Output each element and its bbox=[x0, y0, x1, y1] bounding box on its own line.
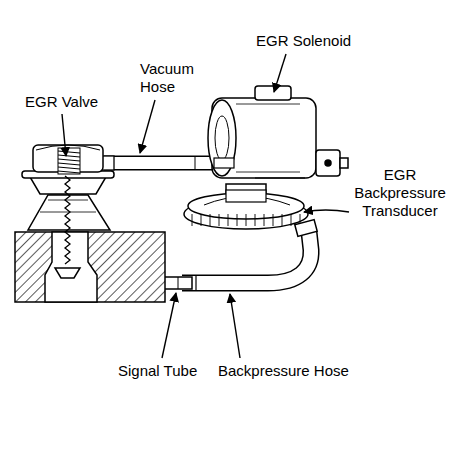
backpressure-transducer bbox=[201, 214, 202, 226]
backpressure-hose bbox=[195, 276, 196, 290]
egr-solenoid bbox=[236, 104, 300, 172]
backpressure-transducer bbox=[291, 214, 292, 226]
backpressure-transducer bbox=[210, 214, 211, 226]
egr-solenoid bbox=[214, 158, 234, 168]
backpressure-transducer bbox=[264, 214, 265, 226]
leader-lines bbox=[140, 100, 155, 153]
part-label: EGR Valve bbox=[25, 93, 98, 111]
egr-solenoid bbox=[255, 178, 305, 179]
backpressure-transducer bbox=[192, 214, 193, 226]
part-label: Backpressure Hose bbox=[218, 362, 349, 380]
egr-valve bbox=[15, 145, 165, 302]
backpressure-transducer bbox=[246, 214, 247, 226]
egr-valve bbox=[30, 177, 106, 194]
egr-valve bbox=[58, 151, 80, 153]
backpressure-transducer bbox=[184, 190, 317, 236]
egr-valve bbox=[15, 232, 165, 302]
egr-valve bbox=[58, 159, 80, 161]
part-label: Vacuum Hose bbox=[140, 60, 202, 96]
egr-valve bbox=[58, 163, 80, 165]
backpressure-transducer bbox=[228, 214, 229, 226]
backpressure-hose bbox=[182, 232, 311, 283]
part-label: EGR Solenoid bbox=[256, 32, 351, 50]
leader-lines bbox=[230, 294, 240, 358]
egr-valve bbox=[58, 148, 80, 174]
part-label: Signal Tube bbox=[118, 362, 197, 380]
egr-valve bbox=[55, 268, 80, 278]
leader-lines bbox=[304, 210, 349, 212]
egr-valve bbox=[58, 167, 80, 169]
egr-solenoid bbox=[208, 86, 348, 198]
backpressure-transducer bbox=[273, 214, 274, 226]
backpressure-hose bbox=[182, 232, 311, 283]
egr-solenoid bbox=[325, 160, 331, 166]
vacuum-hose bbox=[100, 156, 214, 170]
vacuum-hose bbox=[104, 156, 214, 171]
egr-valve bbox=[58, 151, 80, 173]
leader-lines bbox=[162, 293, 176, 358]
backpressure-transducer bbox=[192, 214, 300, 226]
part-label: EGR Backpressure Transducer bbox=[353, 166, 447, 220]
egr-solenoid bbox=[340, 158, 348, 168]
vacuum-hose bbox=[104, 157, 214, 169]
backpressure-transducer bbox=[226, 190, 266, 202]
leader-lines bbox=[62, 114, 66, 156]
egr-solenoid bbox=[208, 100, 236, 176]
backpressure-transducer bbox=[255, 214, 256, 226]
egr-valve bbox=[58, 171, 80, 173]
egr-valve bbox=[65, 176, 70, 264]
backpressure-transducer bbox=[219, 214, 220, 226]
backpressure-transducer bbox=[282, 214, 283, 226]
egr-valve bbox=[45, 232, 97, 302]
egr-solenoid bbox=[316, 150, 340, 176]
signal-tube bbox=[178, 277, 179, 289]
leader-lines bbox=[62, 54, 349, 358]
egr-solenoid bbox=[215, 116, 229, 160]
leader-lines bbox=[274, 54, 286, 92]
vacuum-hose bbox=[195, 156, 196, 170]
backpressure-hose bbox=[182, 232, 311, 290]
egr-solenoid bbox=[255, 86, 291, 100]
backpressure-transducer bbox=[295, 220, 317, 237]
backpressure-transducer bbox=[237, 214, 238, 226]
egr-valve bbox=[58, 155, 80, 157]
